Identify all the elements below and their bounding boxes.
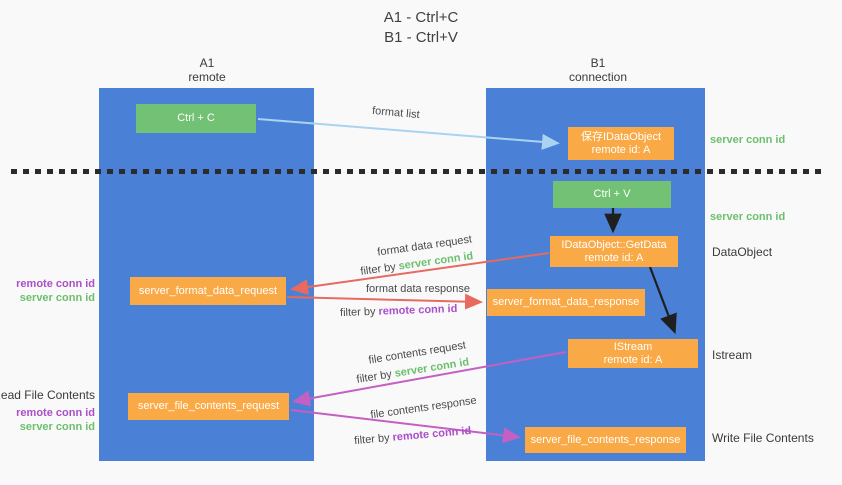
- label-file-contents-response: file contents response: [369, 394, 478, 422]
- right-label-istream: Istream: [712, 348, 753, 362]
- dotted-separator-line: [11, 169, 826, 174]
- title-line-2: B1 - Ctrl+V: [384, 29, 458, 46]
- label-format-list: format list: [371, 104, 421, 122]
- node-save-idataobject-line2: remote id: A: [591, 143, 651, 156]
- diagram-title: A1 - Ctrl+C B1 - Ctrl+V: [0, 8, 842, 48]
- node-server-format-data-request-label: server_format_data_request: [138, 284, 278, 297]
- left-column-subtitle: remote: [188, 70, 226, 84]
- right-column-subtitle: connection: [568, 70, 628, 84]
- label-filter-by-remote-conn-id-2: filter by remote conn id: [354, 425, 472, 447]
- right-label-dataobject: DataObject: [712, 245, 773, 259]
- node-istream: IStream remote id: A: [568, 339, 698, 368]
- node-istream-line2: remote id: A: [603, 353, 663, 366]
- remote-conn-id-text: remote conn id: [392, 424, 472, 444]
- left-label-server-conn-id-bottom: server conn id: [19, 421, 95, 433]
- node-idataobject-getdata-line2: remote id: A: [584, 251, 644, 264]
- node-server-format-data-response-label: server_format_data_response: [492, 296, 640, 308]
- right-label-write-file-contents: Write File Contents: [712, 431, 814, 445]
- left-label-remote-conn-id-top: remote conn id: [16, 278, 95, 290]
- node-ctrl-c-label: Ctrl + C: [177, 112, 215, 124]
- node-save-idataobject: 保存IDataObject remote id: A: [568, 127, 674, 160]
- node-ctrl-c: Ctrl + C: [136, 104, 256, 133]
- node-server-format-data-response: server_format_data_response: [487, 289, 645, 316]
- right-column-header: B1 connection: [528, 56, 668, 84]
- node-save-idataobject-line1: 保存IDataObject: [580, 130, 662, 143]
- node-ctrl-v-label: Ctrl + V: [593, 188, 631, 200]
- node-server-format-data-request: server_format_data_request: [130, 277, 286, 305]
- title-line-1: A1 - Ctrl+C: [383, 9, 459, 26]
- label-format-data-response: format data response: [366, 283, 470, 295]
- format-data-response-arrow: [286, 293, 483, 310]
- node-istream-line1: IStream: [613, 340, 653, 353]
- node-server-file-contents-response: server_file_contents_response: [525, 427, 686, 453]
- right-column-name: B1: [590, 56, 606, 70]
- right-label-server-conn-id-mid: server conn id: [710, 211, 786, 223]
- node-ctrl-v: Ctrl + V: [553, 181, 671, 208]
- node-server-file-contents-response-label: server_file_contents_response: [530, 433, 681, 446]
- node-idataobject-getdata: IDataObject::GetData remote id: A: [550, 236, 678, 267]
- remote-conn-id-text: remote conn id: [378, 302, 458, 318]
- node-idataobject-getdata-line1: IDataObject::GetData: [561, 238, 667, 251]
- filter-by-text: filter by: [359, 260, 400, 278]
- left-label-remote-conn-id-bottom: remote conn id: [16, 407, 95, 419]
- node-server-file-contents-request-label: server_file_contents_request: [137, 400, 280, 412]
- filter-by-text: filter by: [353, 431, 394, 448]
- left-label-read-file-contents: Read File Contents: [0, 388, 95, 402]
- left-label-server-conn-id-top: server conn id: [19, 292, 95, 304]
- label-filter-by-remote-conn-id-1: filter by remote conn id: [340, 303, 458, 319]
- filter-by-text: filter by: [355, 367, 396, 386]
- left-column-name: A1: [199, 56, 215, 70]
- right-label-server-conn-id-top: server conn id: [710, 134, 786, 146]
- left-column-header: A1 remote: [137, 56, 277, 84]
- filter-by-text: filter by: [339, 305, 379, 320]
- node-server-file-contents-request: server_file_contents_request: [128, 393, 289, 420]
